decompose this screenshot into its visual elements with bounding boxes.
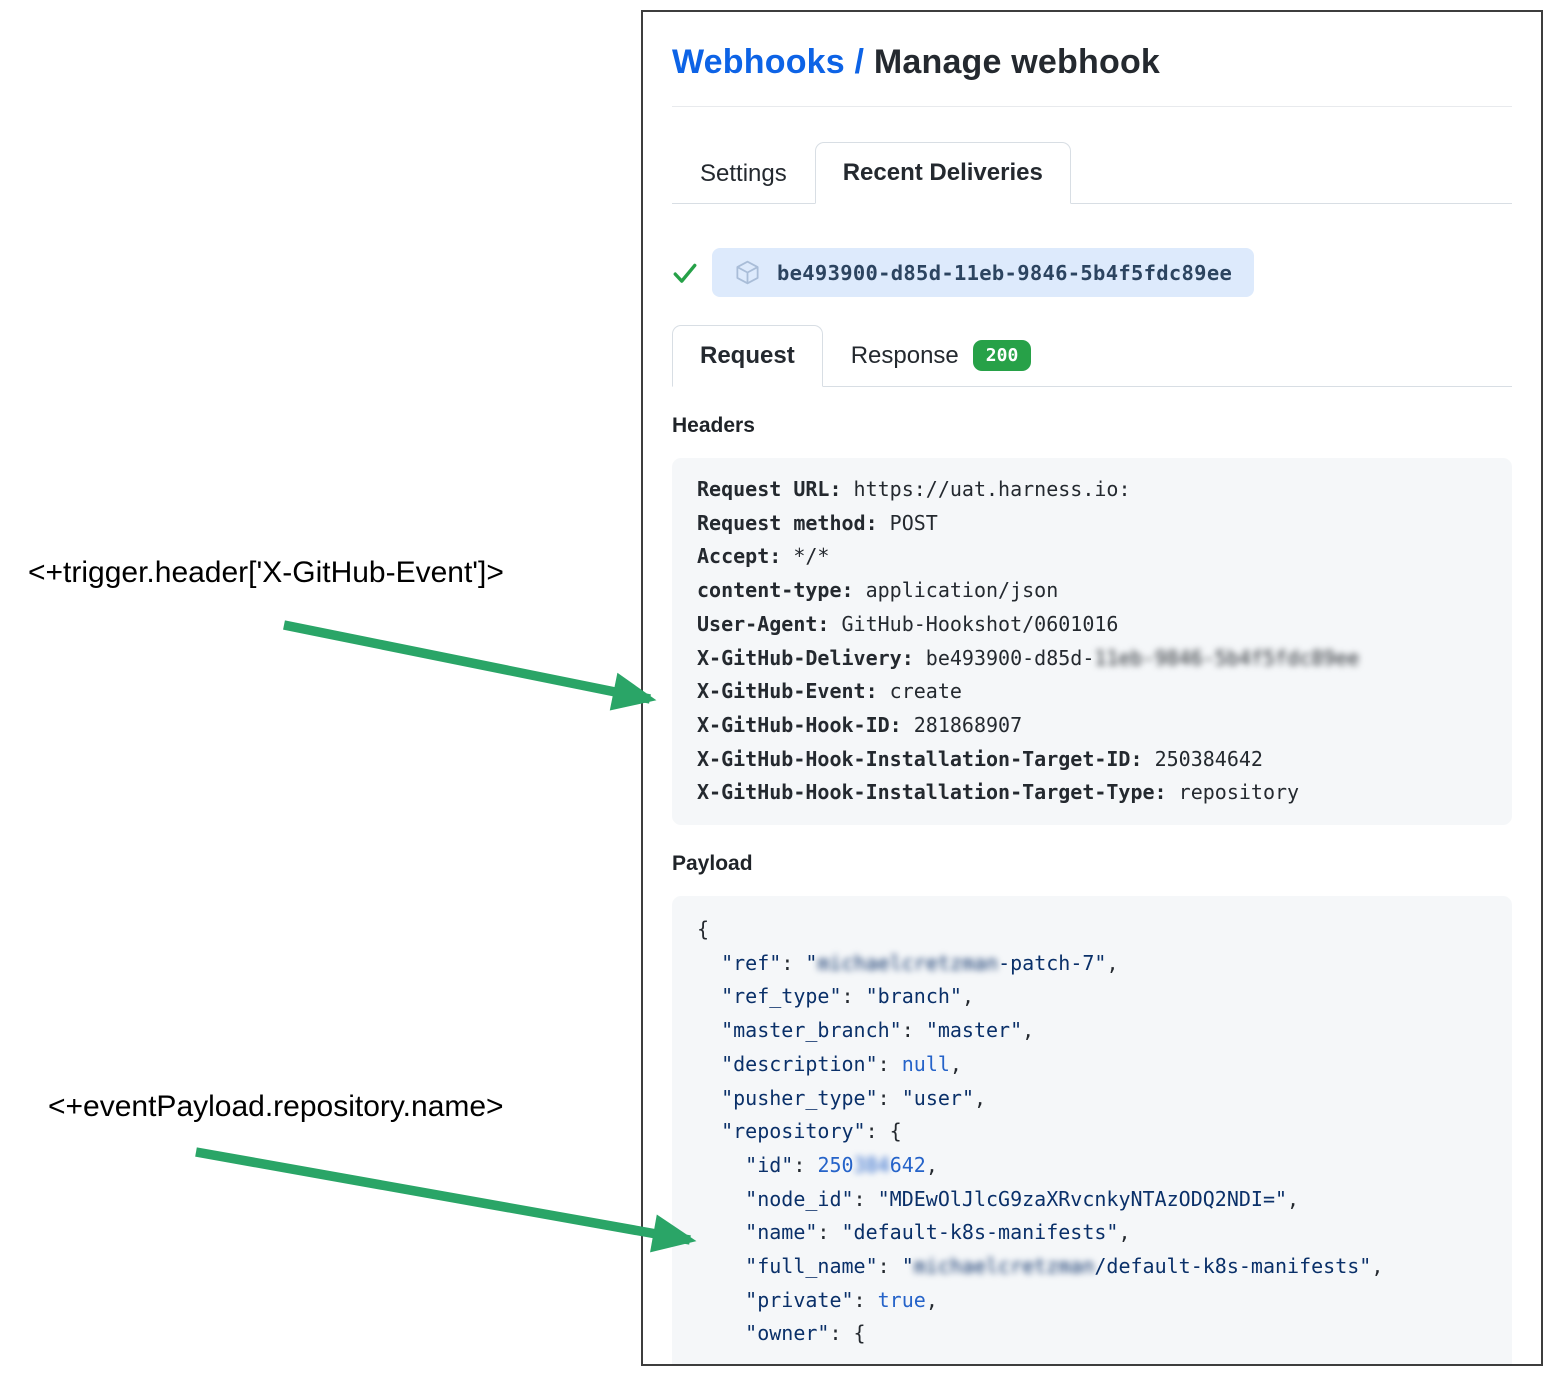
annotation-trigger-header: <+trigger.header['X-GitHub-Event']> [28, 556, 504, 589]
header-line: X-GitHub-Delivery: be493900-d85d-11eb-98… [697, 645, 1360, 670]
tab-request[interactable]: Request [672, 325, 823, 387]
header-line: User-Agent: GitHub-Hookshot/0601016 [697, 611, 1119, 636]
delivery-tabnav: Request Response 200 [672, 323, 1512, 387]
payload-line: { [697, 917, 710, 942]
payload-line: "node_id": "MDEwOlJlcG9zaXRvcnkyNTAzODQ2… [745, 1186, 1300, 1211]
delivery-row: be493900-d85d-11eb-9846-5b4f5fdc89ee [672, 248, 1512, 297]
tab-response[interactable]: Response 200 [823, 323, 1060, 387]
payload-line: "ref_type": "branch", [721, 984, 974, 1009]
header-line: content-type: application/json [697, 578, 1059, 603]
payload-line: "id": 250384642, [745, 1152, 938, 1177]
payload-line: "master_branch": "master", [721, 1018, 1035, 1043]
payload-line: "private": true, [745, 1287, 938, 1312]
tab-recent-deliveries[interactable]: Recent Deliveries [814, 142, 1071, 204]
header-line: X-GitHub-Hook-ID: 281868907 [697, 712, 1023, 737]
breadcrumb-webhooks-link[interactable]: Webhooks / [672, 43, 874, 81]
webhook-panel: Webhooks / Manage webhook Settings Recen… [641, 10, 1543, 1366]
payload-line: "ref": "michaelcretzman-patch-7", [721, 950, 1119, 975]
header-line: X-GitHub-Event: create [697, 679, 962, 704]
payload-lines: { "ref": "michaelcretzman-patch-7", "ref… [697, 913, 1487, 1351]
headers-heading: Headers [672, 414, 755, 437]
tab-settings[interactable]: Settings [700, 160, 787, 187]
payload-line: "pusher_type": "user", [721, 1085, 987, 1110]
payload-heading: Payload [672, 852, 753, 876]
header-line: Accept: */* [697, 544, 830, 569]
title-divider [672, 106, 1512, 107]
header-line: Request URL: https://uat.harness.io: [697, 477, 1131, 501]
payload-line: "repository": { [721, 1119, 902, 1144]
header-line: Request method: POST [697, 510, 938, 535]
main-tabnav: Settings Recent Deliveries [672, 142, 1512, 204]
annotation-event-payload: <+eventPayload.repository.name> [48, 1090, 504, 1123]
payload-line: "full_name": "michaelcretzman/default-k8… [745, 1254, 1384, 1279]
response-status-badge: 200 [972, 340, 1032, 371]
delivery-id: be493900-d85d-11eb-9846-5b4f5fdc89ee [777, 260, 1233, 285]
page-title-current: Manage webhook [873, 43, 1161, 81]
success-check-icon [673, 263, 697, 283]
delivery-pill[interactable]: be493900-d85d-11eb-9846-5b4f5fdc89ee [712, 248, 1255, 297]
package-icon [736, 260, 759, 285]
payload-line: "owner": { [745, 1321, 866, 1346]
page-title: Webhooks / Manage webhook [672, 43, 1512, 82]
arrow-to-repository-name [195, 1147, 697, 1253]
header-line: X-GitHub-Hook-Installation-Target-Type: … [697, 780, 1300, 805]
payload-line: "description": null, [721, 1051, 962, 1076]
header-line: X-GitHub-Hook-Installation-Target-ID: 25… [697, 746, 1263, 771]
breadcrumb-separator: / [844, 43, 874, 81]
payload-box: { "ref": "michaelcretzman-patch-7", "ref… [672, 896, 1512, 1364]
headers-box: Request URL: https://uat.harness.io: Requ… [672, 458, 1512, 826]
arrow-to-github-event [283, 620, 657, 711]
payload-line: "name": "default-k8s-manifests", [745, 1220, 1131, 1245]
headers-lines: Request URL: https://uat.harness.io: Requ… [697, 473, 1487, 810]
